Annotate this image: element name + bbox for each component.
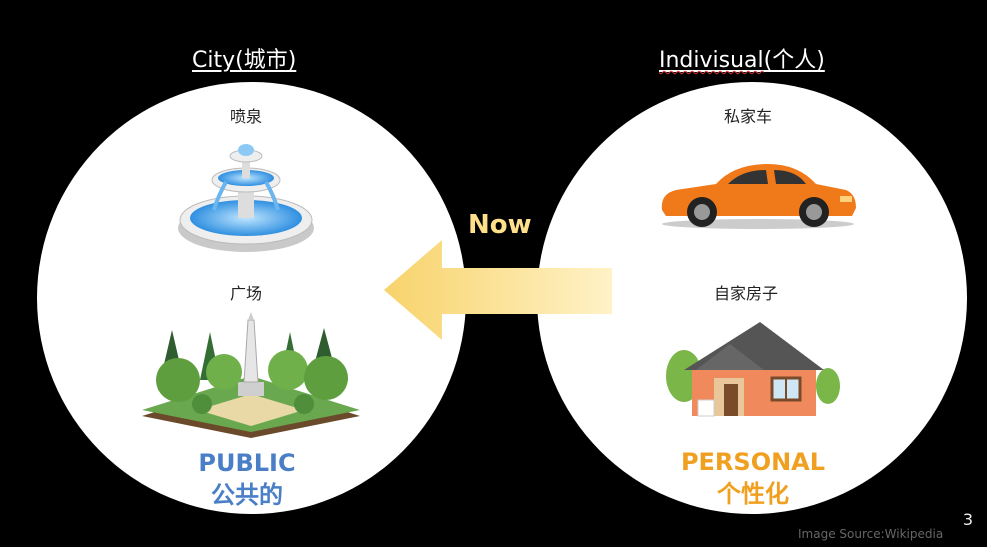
now-label: Now (468, 210, 532, 240)
personal-en: PERSONAL (680, 448, 826, 476)
house-label: 自家房子 (714, 284, 779, 303)
public-label: PUBLIC 公共的 (190, 447, 304, 511)
plaza-icon (142, 312, 360, 438)
individual-heading: Indivisual(个人) (659, 42, 825, 74)
car-label: 私家车 (724, 107, 773, 126)
left-arrow-icon (384, 240, 612, 340)
individual-suffix: (个人) (763, 48, 825, 73)
plaza-label: 广场 (230, 284, 263, 303)
house-icon (666, 322, 840, 417)
personal-label: PERSONAL 个性化 (676, 446, 830, 510)
personal-zh: 个性化 (717, 480, 789, 508)
city-heading: City(城市) (192, 48, 297, 73)
individual-word: Indivisual (659, 48, 764, 73)
fountain-label: 喷泉 (230, 107, 263, 126)
fountain-icon (178, 144, 314, 252)
public-en: PUBLIC (198, 449, 296, 477)
image-source: Image Source:Wikipedia (798, 527, 944, 541)
public-zh: 公共的 (211, 481, 283, 509)
car-icon (661, 164, 856, 229)
page-number: 3 (962, 510, 973, 529)
